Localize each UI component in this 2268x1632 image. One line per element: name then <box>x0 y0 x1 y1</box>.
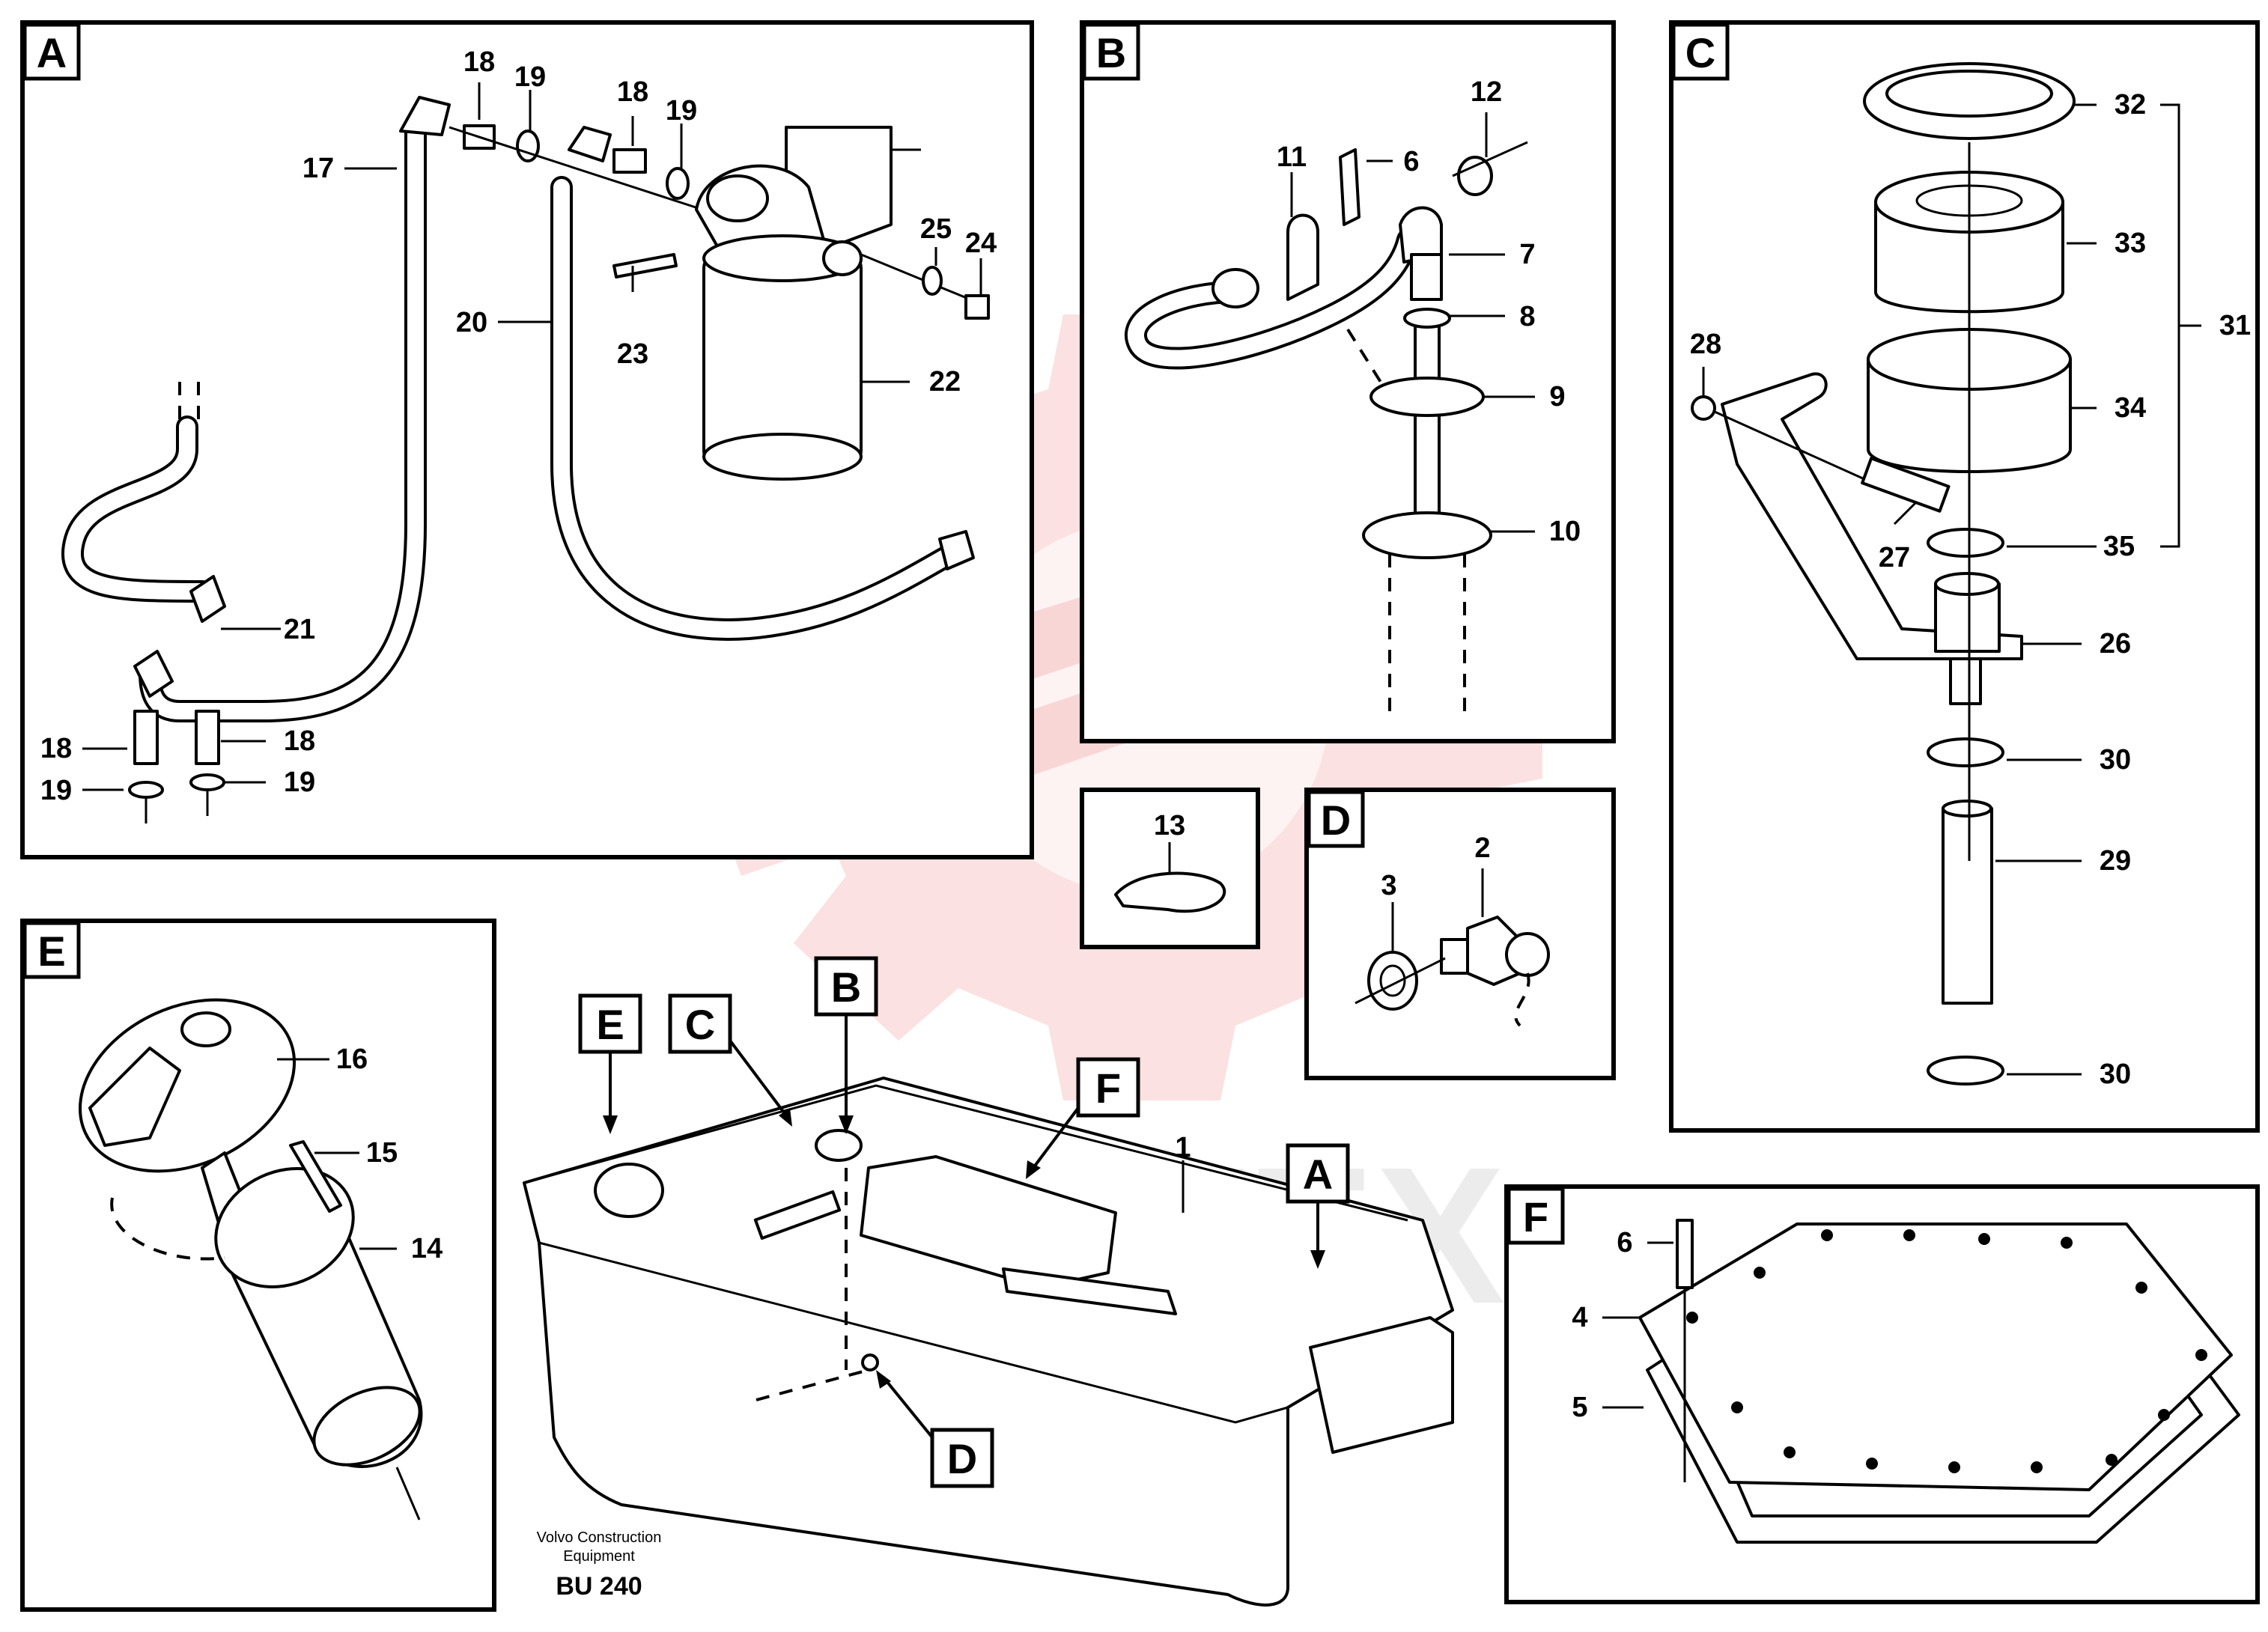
svg-text:F: F <box>1095 1065 1121 1112</box>
callout-32: 32 <box>2115 89 2146 121</box>
callout-13: 13 <box>1154 810 1185 841</box>
filler-cap <box>78 998 423 1468</box>
callout-22: 22 <box>929 366 961 398</box>
washer-3 <box>1367 951 1418 1011</box>
panel-f-label: F <box>1523 1193 1548 1240</box>
footer-company: Volvo Construction <box>537 1529 662 1546</box>
footer-company-2: Equipment <box>563 1548 635 1565</box>
callout-26: 26 <box>2100 628 2131 660</box>
callout-23: 23 <box>617 338 648 370</box>
callout-6-f: 6 <box>1617 1227 1632 1258</box>
plug-24 <box>964 294 990 320</box>
svg-text:E: E <box>596 1001 624 1048</box>
fuel-tank <box>523 1077 1454 1607</box>
callout-33: 33 <box>2115 228 2146 259</box>
screw-6-f <box>1676 1219 1694 1289</box>
callout-21: 21 <box>284 614 315 645</box>
panel-c: C 32 33 3 <box>1669 20 2260 1133</box>
hose-21 <box>61 382 213 603</box>
pointer-f: F <box>1026 1057 1140 1179</box>
elbow-fitting <box>938 530 975 570</box>
nipples-bottom <box>128 710 225 823</box>
callout-11: 11 <box>1277 141 1307 173</box>
elbow-fitting <box>568 126 612 162</box>
callout-29: 29 <box>2100 845 2131 877</box>
hose-17 <box>139 116 427 722</box>
panel-e: E 16 15 14 <box>20 919 496 1612</box>
callout-4: 4 <box>1572 1302 1587 1333</box>
callout-25: 25 <box>920 213 952 245</box>
screw-15 <box>289 1140 342 1213</box>
sender-tube <box>1125 156 1493 719</box>
footer: Volvo Construction Equipment BU 240 <box>537 1529 662 1601</box>
callout-19b: 19 <box>666 95 697 127</box>
callout-18c: 18 <box>40 733 72 764</box>
callout-1: 1 <box>1175 1132 1191 1163</box>
elbow-fitting <box>133 650 174 698</box>
callout-17: 17 <box>302 153 334 184</box>
callout-3: 3 <box>1381 870 1396 901</box>
panel-c-label: C <box>1685 29 1715 76</box>
callout-20: 20 <box>456 307 487 338</box>
pointer-e: E <box>578 993 642 1134</box>
panel-clip: 13 <box>1080 788 1260 949</box>
nipple-18-top-2 <box>612 148 690 200</box>
pointer-c: C <box>668 993 792 1127</box>
callout-18d: 18 <box>284 725 315 757</box>
hose-20 <box>550 176 962 641</box>
panel-f: F 6 4 5 <box>1504 1184 2260 1604</box>
drain-plug-2 <box>1440 916 1550 1027</box>
panel-e-label: E <box>37 928 65 975</box>
pointer-b: B <box>814 956 878 1134</box>
callout-19d: 19 <box>284 767 315 798</box>
svg-text:B: B <box>831 963 861 1011</box>
callout-19: 19 <box>514 61 546 93</box>
callout-14: 14 <box>411 1233 443 1264</box>
callout-6: 6 <box>1403 146 1419 177</box>
callout-10: 10 <box>1549 516 1581 547</box>
callout-5: 5 <box>1572 1392 1587 1423</box>
panel-d: D 3 2 <box>1304 788 1616 1080</box>
callout-18b: 18 <box>617 76 648 108</box>
callout-27: 27 <box>1879 542 1910 573</box>
tank-overview: E C B F A D <box>523 956 1454 1607</box>
elbow-fitting <box>399 96 451 136</box>
callout-30b: 30 <box>2100 1059 2131 1090</box>
callout-18: 18 <box>463 46 495 78</box>
callout-28: 28 <box>1690 329 1721 360</box>
footer-code: BU 240 <box>556 1572 642 1601</box>
svg-text:C: C <box>685 1001 715 1048</box>
panel-b: B 11 6 12 7 8 9 10 <box>1080 20 1616 743</box>
callout-24: 24 <box>965 228 997 259</box>
callout-9: 9 <box>1549 381 1565 412</box>
callout-34: 34 <box>2115 392 2146 424</box>
callout-7: 7 <box>1519 239 1535 270</box>
callout-15: 15 <box>366 1137 398 1169</box>
cover-plate <box>860 1155 1117 1289</box>
panel-d-label: D <box>1321 797 1351 844</box>
fuel-filter <box>695 126 893 481</box>
pointer-d: D <box>876 1370 994 1488</box>
pointer-a: A <box>1286 1143 1350 1269</box>
screw-6 <box>1339 148 1361 226</box>
callout-19c: 19 <box>40 775 72 806</box>
washer-25 <box>922 266 943 296</box>
bolt-23 <box>612 253 678 278</box>
cover-plate-4 <box>1638 1223 2233 1491</box>
svg-text:D: D <box>947 1435 977 1482</box>
callout-35: 35 <box>2103 531 2135 562</box>
callout-2: 2 <box>1474 832 1490 864</box>
panel-a-label: A <box>37 29 67 76</box>
callout-31: 31 <box>2219 310 2251 341</box>
callout-16: 16 <box>336 1044 368 1075</box>
callout-30: 30 <box>2100 744 2131 776</box>
callout-12: 12 <box>1471 76 1502 108</box>
panel-b-label: B <box>1096 29 1126 76</box>
svg-text:A: A <box>1303 1151 1333 1198</box>
elbow-fitting <box>189 575 226 623</box>
callout-8: 8 <box>1519 301 1535 332</box>
panel-a: A <box>20 20 1034 859</box>
cable-tie <box>1114 871 1226 913</box>
